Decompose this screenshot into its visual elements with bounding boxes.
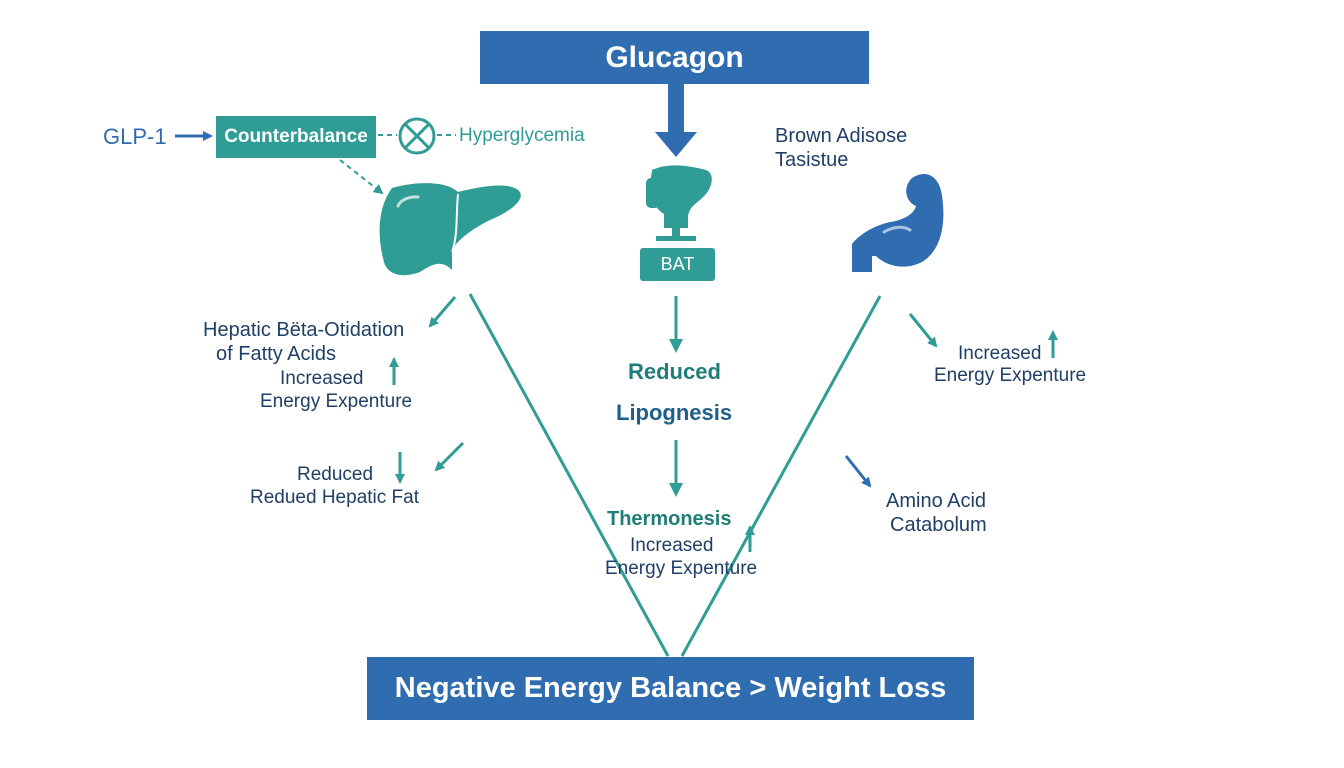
left-energy-expenditure-label: Energy Expenture [260,391,413,412]
glucagon-label: Glucagon [605,40,744,74]
glucagon-box: Glucagon [480,31,869,84]
beta-oxidation-arrow [428,296,457,328]
brown-adipose-title-line2: Tasistue [775,149,849,171]
left-increased-label: Increased [280,368,364,389]
beta-oxidation-line1: Hepatic Bëta-Otidation [203,319,405,341]
liver-icon [379,183,521,276]
v-line-left [468,293,670,657]
amino-acid-line2: Catabolum [890,514,987,536]
brown-adipose-title-line1: Brown Adisose [775,125,908,147]
right-increased-label: Increased [958,343,1042,364]
center-energy-expenditure-label: Energy Expenture [605,558,758,579]
center-increased-label: Increased [630,535,714,556]
counterbalance-liver-arrow [339,159,384,195]
v-line-right [680,295,882,657]
beta-oxidation-line2: of Fatty Acids [216,343,337,365]
glucagon-down-arrow [655,84,697,157]
hepatic-fat-arrow [434,441,465,472]
outcome-label: Negative Energy Balance > Weight Loss [394,672,947,704]
inhibit-icon [398,117,436,155]
glp1-label: GLP-1 [103,124,167,149]
counterbalance-box: Counterbalance [216,116,376,158]
muscle-icon [852,174,944,272]
right-energy-arrow [908,313,938,348]
outcome-box: Negative Energy Balance > Weight Loss [367,657,974,720]
hepatic-fat-label: Redued Hepatic Fat [250,487,419,508]
lipogenesis-label: Lipognesis [616,400,733,425]
pancreas-icon [646,165,712,241]
bat-box: BAT [640,248,715,281]
right-energy-expenditure-label: Energy Expenture [934,365,1087,386]
hyperglycemia-label: Hyperglycemia [459,125,585,146]
center-reduced-label: Reduced [628,359,721,384]
thermogenesis-label: Thermonesis [607,508,732,530]
amino-acid-line1: Amino Acid [886,490,987,512]
left-reduced-label: Reduced [297,464,374,485]
amino-acid-arrow [844,455,872,488]
bat-label: BAT [660,254,695,274]
counterbalance-label: Counterbalance [224,126,368,147]
